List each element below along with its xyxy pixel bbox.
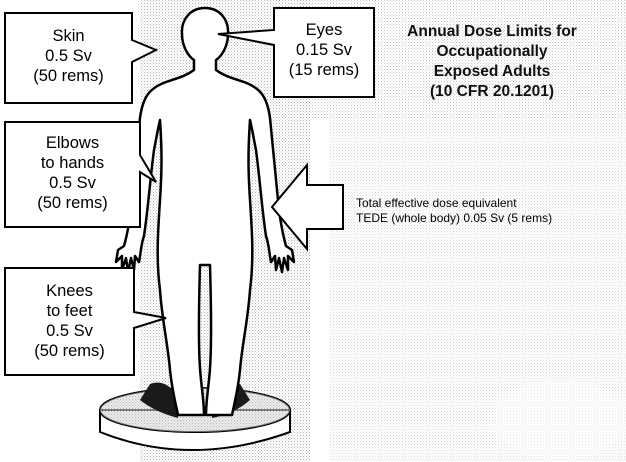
knees-label-line: Knees: [7, 281, 132, 301]
title-line: Occupationally: [392, 42, 592, 62]
elbows-label-line: to hands: [7, 153, 138, 173]
elbows-label-line: 0.5 Sv: [7, 173, 138, 193]
knees-label-line: (50 rems): [7, 341, 132, 361]
tede-line: TEDE (whole body) 0.05 Sv (5 rems): [356, 211, 622, 226]
elbows-to-hands-label: Elbows to hands 0.5 Sv (50 rems): [7, 133, 138, 213]
tede-line: Total effective dose equivalent: [356, 196, 622, 211]
skin-label-line: (50 rems): [7, 66, 130, 86]
title-line: Annual Dose Limits for: [392, 22, 592, 42]
skin-label-line: 0.5 Sv: [7, 46, 130, 66]
eyes-label: Eyes 0.15 Sv (15 rems): [276, 20, 372, 80]
title-line: (10 CFR 20.1201): [392, 82, 592, 102]
skin-label-line: Skin: [7, 26, 130, 46]
elbows-label-line: (50 rems): [7, 193, 138, 213]
tede-label: Total effective dose equivalent TEDE (wh…: [356, 196, 622, 226]
knees-to-feet-label: Knees to feet 0.5 Sv (50 rems): [7, 281, 132, 361]
knees-label-line: to feet: [7, 301, 132, 321]
eyes-label-line: Eyes: [276, 20, 372, 40]
title-line: Exposed Adults: [392, 62, 592, 82]
elbows-label-line: Elbows: [7, 133, 138, 153]
eyes-label-line: (15 rems): [276, 60, 372, 80]
eyes-label-line: 0.15 Sv: [276, 40, 372, 60]
knees-label-line: 0.5 Sv: [7, 321, 132, 341]
skin-label: Skin 0.5 Sv (50 rems): [7, 26, 130, 86]
diagram-title: Annual Dose Limits for Occupationally Ex…: [392, 22, 592, 102]
